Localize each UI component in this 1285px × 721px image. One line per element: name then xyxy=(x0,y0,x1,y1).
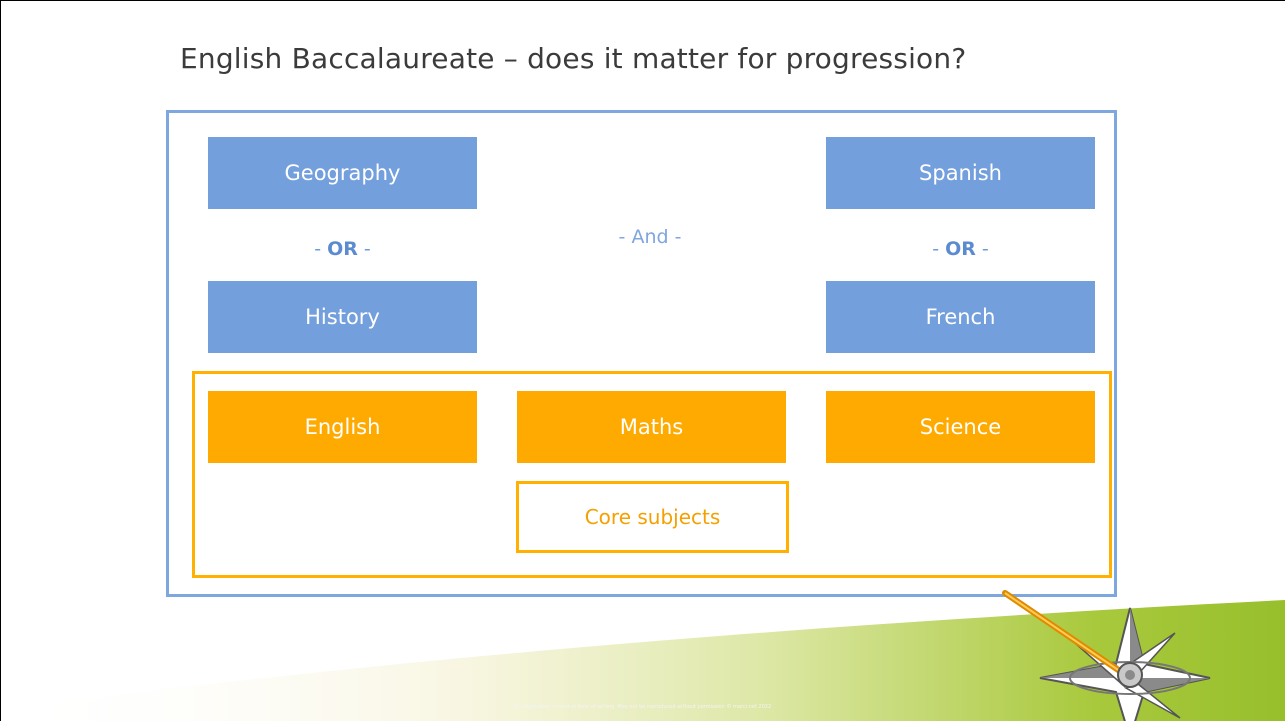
subject-geography: Geography xyxy=(208,137,477,209)
slide-border-left xyxy=(0,0,1,721)
subject-french: French xyxy=(826,281,1095,353)
subject-spanish: Spanish xyxy=(826,137,1095,209)
page-title: English Baccalaureate – does it matter f… xyxy=(180,42,967,75)
subject-english: English xyxy=(208,391,477,463)
core-subjects-frame xyxy=(192,371,1112,578)
subject-maths: Maths xyxy=(517,391,786,463)
slide-border-top xyxy=(0,0,1285,1)
core-subjects-label: Core subjects xyxy=(516,481,789,553)
ebacc-outer-frame xyxy=(166,110,1117,597)
and-connector: - And - xyxy=(618,226,682,248)
subject-history: History xyxy=(208,281,477,353)
copyright-footer: All information correct at time of writi… xyxy=(513,704,772,710)
subject-science: Science xyxy=(826,391,1095,463)
humanities-or-connector: - OR - xyxy=(314,238,371,260)
decorative-band xyxy=(0,600,1285,721)
languages-or-connector: - OR - xyxy=(932,238,989,260)
